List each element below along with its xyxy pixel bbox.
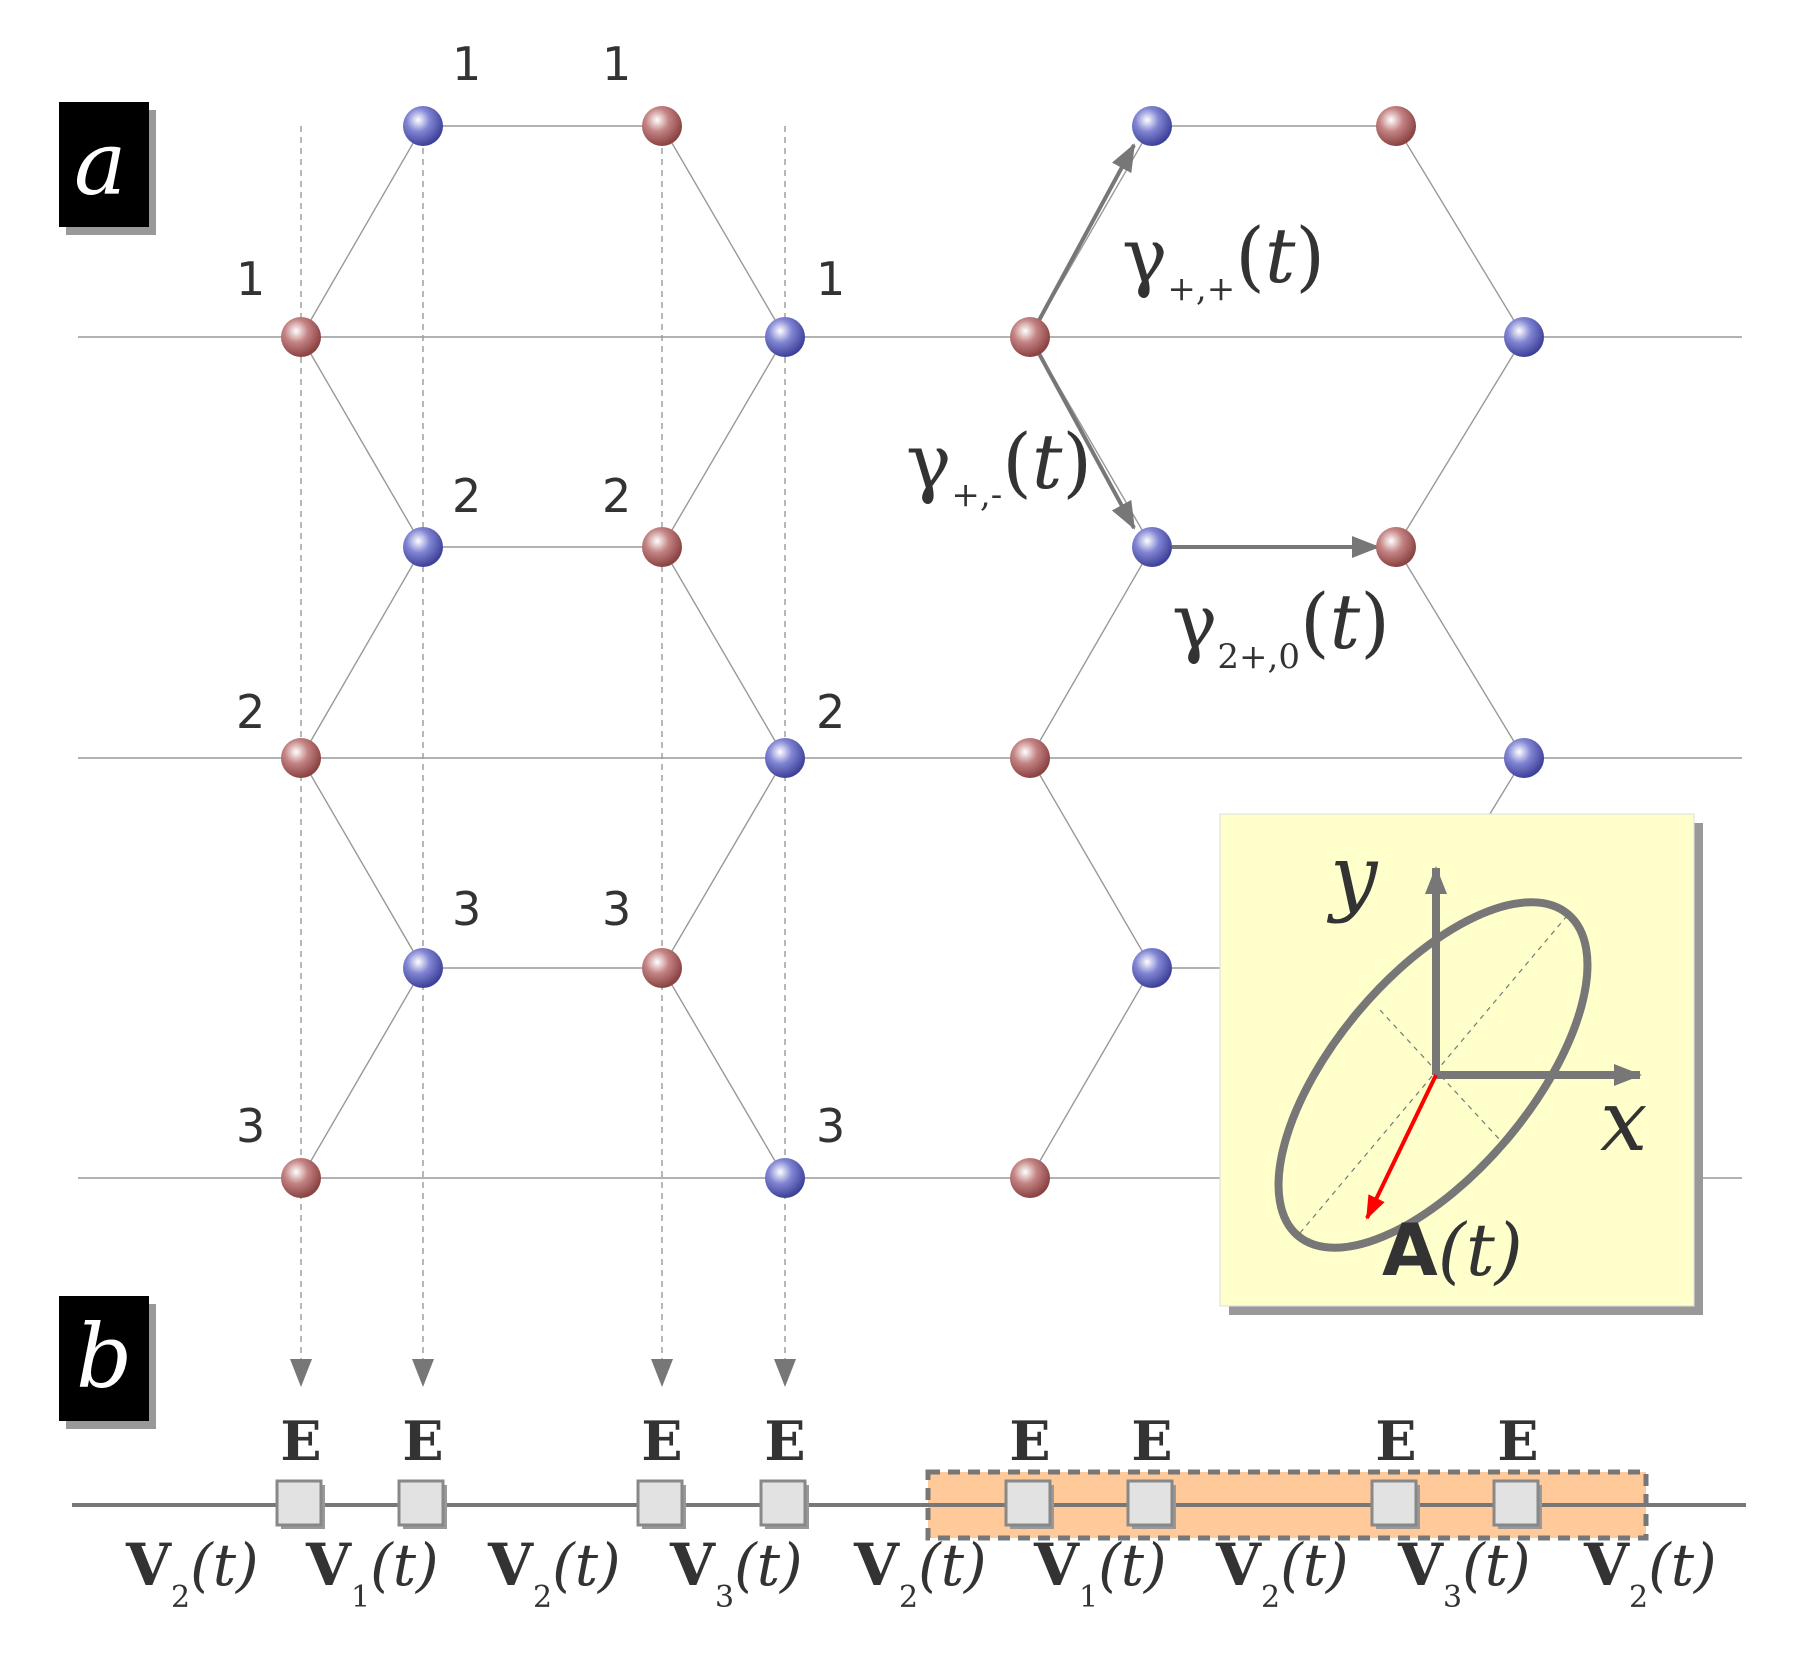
coupling-label: V2(t) xyxy=(125,1531,259,1615)
hopping-labels: γ+,+(t) γ+,-(t) γ2+,0(t) xyxy=(906,211,1390,677)
field-vector-arrow xyxy=(1365,1074,1438,1220)
red-site xyxy=(1376,527,1416,567)
polarization-inset: y x A(t) xyxy=(1219,813,1703,1315)
coupling-label: V2(t) xyxy=(1215,1531,1349,1615)
site-number: 1 xyxy=(236,252,265,306)
blue-site xyxy=(1132,527,1172,567)
projection-lines xyxy=(290,126,796,1387)
chain-site xyxy=(397,1479,445,1527)
site-number: 1 xyxy=(602,37,631,91)
field-label: A(t) xyxy=(1382,1208,1523,1292)
blue-site xyxy=(1504,317,1544,357)
chain-site xyxy=(636,1479,684,1527)
chain-site xyxy=(759,1479,807,1527)
hopping-arrows xyxy=(1028,143,1380,558)
lattice-bond xyxy=(661,757,786,969)
red-site xyxy=(281,738,321,778)
red-site xyxy=(642,106,682,146)
gamma-pm-label: γ+,-(t) xyxy=(906,417,1092,515)
panel-a-label: a xyxy=(74,112,126,215)
site-number: 2 xyxy=(236,685,265,739)
site-number: 1 xyxy=(452,37,481,91)
chain-site xyxy=(1492,1479,1540,1527)
polarization-ellipse xyxy=(1274,898,1592,1252)
blue-site xyxy=(765,1158,805,1198)
chain-site-label: E xyxy=(764,1409,805,1473)
chain-site-label: E xyxy=(402,1409,443,1473)
lattice-bond xyxy=(661,125,786,338)
site-numbers: 1 1 1 1 2 2 2 2 3 3 3 3 xyxy=(236,37,845,1153)
hopping-arrow-pp xyxy=(1028,143,1136,338)
chain-site xyxy=(1370,1479,1418,1527)
blue-site xyxy=(1132,948,1172,988)
chain-site xyxy=(1126,1479,1174,1527)
coupling-label: V2(t) xyxy=(487,1531,621,1615)
gamma-pp-label: γ+,+(t) xyxy=(1122,211,1325,309)
red-site xyxy=(1376,106,1416,146)
blue-site xyxy=(765,738,805,778)
lattice-bond xyxy=(300,967,424,1179)
lattice-bond xyxy=(1395,336,1525,548)
lattice-bond xyxy=(300,757,424,969)
blue-site xyxy=(403,527,443,567)
lattice-bond xyxy=(661,546,786,759)
coupling-label: V1(t) xyxy=(305,1531,439,1615)
coupling-label: V2(t) xyxy=(1583,1531,1717,1615)
red-site xyxy=(1010,1158,1050,1198)
blue-site xyxy=(403,106,443,146)
coupling-label: V2(t) xyxy=(853,1531,987,1615)
lattice-bond xyxy=(661,967,786,1179)
lattice-bond xyxy=(1029,757,1153,969)
site-number: 2 xyxy=(452,469,481,523)
site-number: 2 xyxy=(816,685,845,739)
lattice-bond xyxy=(1395,546,1525,759)
site-number: 3 xyxy=(602,882,631,936)
lattice-bond xyxy=(1029,546,1153,759)
site-number: 3 xyxy=(236,1099,265,1153)
lattice-bond xyxy=(300,125,424,338)
coupling-label: V3(t) xyxy=(1397,1531,1531,1615)
site-number: 3 xyxy=(452,882,481,936)
chain-site xyxy=(275,1479,323,1527)
chain-site-label: E xyxy=(641,1409,682,1473)
chain-site-label: E xyxy=(1131,1409,1172,1473)
red-site xyxy=(1010,317,1050,357)
blue-site xyxy=(1504,738,1544,778)
coupling-label: V3(t) xyxy=(669,1531,803,1615)
red-site xyxy=(281,1158,321,1198)
blue-site xyxy=(1132,106,1172,146)
panel-b-tag: b xyxy=(59,1296,156,1429)
panel-a-tag: a xyxy=(59,102,156,235)
lattice-bond xyxy=(661,336,786,548)
chain-site-label: E xyxy=(1375,1409,1416,1473)
lattice-bond xyxy=(1029,967,1153,1179)
lattice-bond xyxy=(300,546,424,759)
coupling-label: V1(t) xyxy=(1033,1531,1167,1615)
chain-panel: E E E E E E E E V2(t) V1(t) V2(t) V3(t) V2(t) V1(t) V2… xyxy=(72,1409,1746,1615)
chain-site-label: E xyxy=(1009,1409,1050,1473)
lattice-bond xyxy=(1395,125,1525,338)
red-site xyxy=(642,527,682,567)
blue-site xyxy=(403,948,443,988)
red-site xyxy=(1010,738,1050,778)
gamma-2p0-label: γ2+,0(t) xyxy=(1172,577,1390,677)
x-axis-label: x xyxy=(1600,1072,1647,1170)
panel-b-label: b xyxy=(76,1305,132,1408)
chain-site-label: E xyxy=(1497,1409,1538,1473)
red-site xyxy=(642,948,682,988)
blue-site xyxy=(765,317,805,357)
chain-site xyxy=(1004,1479,1052,1527)
site-number: 2 xyxy=(602,469,631,523)
red-site xyxy=(281,317,321,357)
chain-site-label: E xyxy=(280,1409,321,1473)
hopping-arrow-pm xyxy=(1028,336,1136,530)
y-axis-label: y xyxy=(1326,827,1379,925)
site-number: 3 xyxy=(816,1099,845,1153)
lattice-bond xyxy=(300,336,424,548)
site-number: 1 xyxy=(816,252,845,306)
